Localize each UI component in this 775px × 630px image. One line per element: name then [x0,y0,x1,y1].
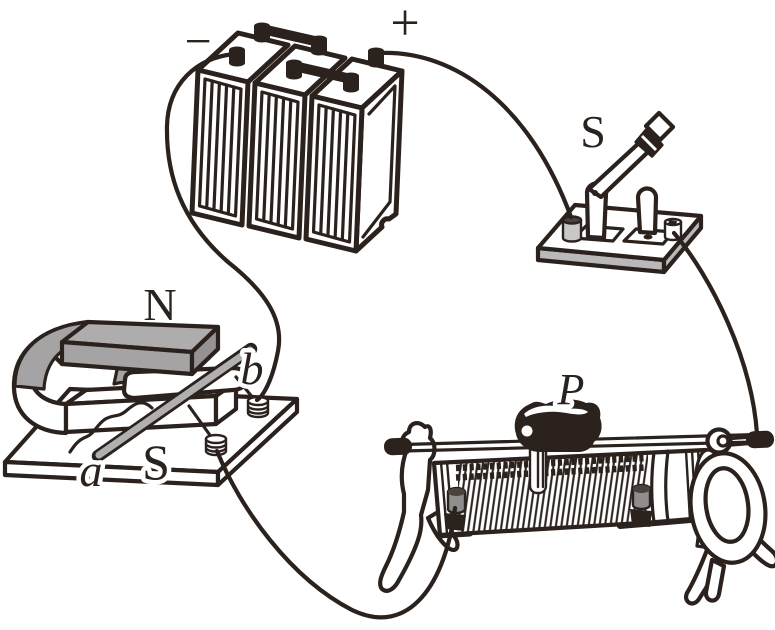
magnet-assembly: N S a b [2,279,300,501]
rheostat-knob-right [745,430,774,449]
right-stand-ring-inner [703,466,751,544]
cell1-plates [205,79,236,216]
battery-plus-label: + [390,0,419,52]
rheostat-post-right-top [633,485,650,493]
post-b-threads [246,404,270,415]
rheostat-post-left-top [448,488,465,496]
rod-lead-to-post-a [187,404,214,440]
rheostat-knob-left [384,437,413,456]
wire-post-a-to-rheostat [214,448,458,620]
switch-post-right-hole [668,220,677,226]
cell3-plates [319,105,350,242]
terminal-strap-1 [257,24,324,47]
wires [68,50,760,620]
rod-label-a: a [80,445,103,496]
switch-label: S [580,106,606,157]
rheostat-wiper-track [455,454,646,481]
switch-post-left-body [561,218,583,243]
slider-contact-prongs [536,448,545,489]
binding-post-a [204,433,228,457]
cell3-plate-frame [311,103,357,244]
switch-screw-hole-right [643,234,653,240]
switch-pivot-pin [592,190,598,196]
rheostat-slider [514,399,602,495]
rheostat-drum-bands [650,449,670,524]
rod-label-b: b [241,343,264,394]
wire-switch-to-rheostat [671,230,760,437]
magnet-south-label: S [142,434,170,490]
rheostat-under-shade-left [435,531,473,539]
right-stand-rail-ring-hole [716,434,730,448]
rheostat-slider-label: P [557,365,585,414]
rheostat: P [378,361,775,606]
rod-core [95,346,254,459]
slider-knob-pin [521,425,533,437]
rod-flexible-lead [68,401,154,454]
knife-switch: S [535,106,704,275]
conductor-rod [91,342,258,463]
slider-knob-highlight [524,405,588,417]
rheostat-right-stand [684,427,775,606]
battery-terminal-neg [229,46,245,67]
post-a-top [204,433,228,445]
battery-pack: − + [184,0,420,254]
switch-binding-post-left [561,215,583,243]
magnet-north-label: N [143,279,176,330]
platform-right-edge [215,396,300,488]
wire-battery-neg-to-post-b [164,51,282,403]
cell3-side-inset [361,84,397,239]
cell2-plate-frame [254,90,300,231]
cell1-plate-frame [197,77,243,218]
magnet-north-bar-end [189,324,221,377]
switch-lever-handle [643,110,676,143]
rod-lead-to-post-b [234,375,255,400]
cell3-side-face [353,68,405,254]
cell2-plates [262,92,293,229]
battery-terminal-pos [368,47,384,68]
wire-battery-pos-to-switch [377,50,574,220]
switch-contact-column [635,186,659,236]
right-stand-mid-foot [703,557,727,603]
switch-lever-ferrule-band [640,134,658,152]
terminal-strap-2 [289,61,356,84]
rheostat-post-right-clamp [630,509,652,527]
